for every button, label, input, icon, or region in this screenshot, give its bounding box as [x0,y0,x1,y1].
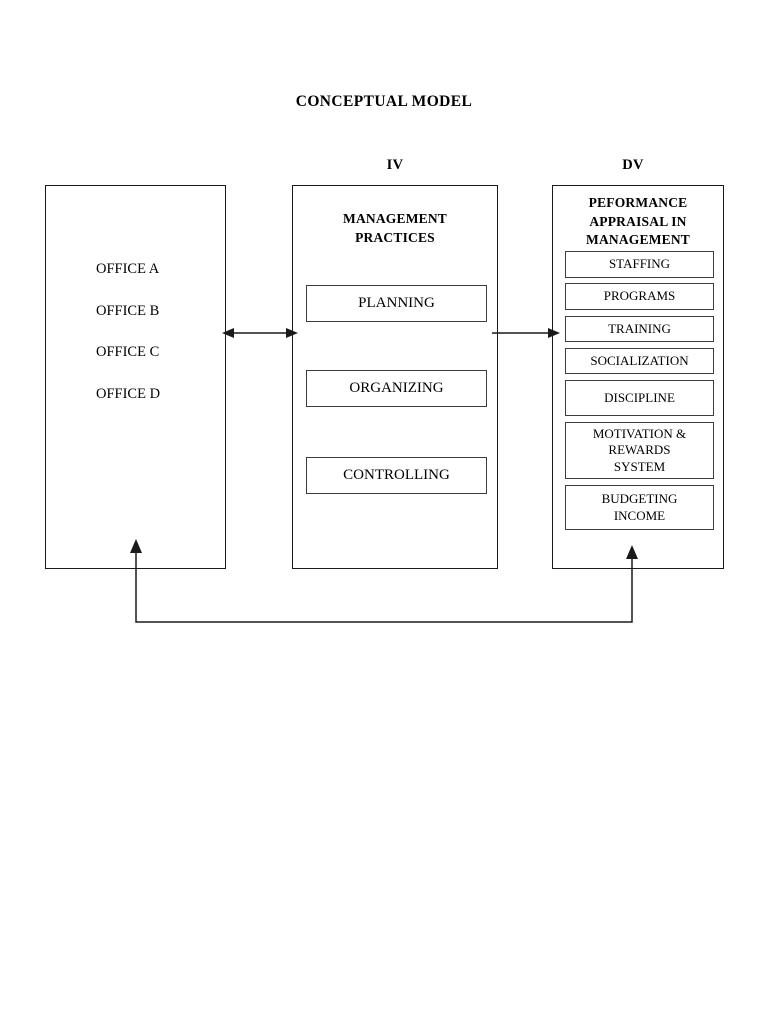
management-practices-box: MANAGEMENT PRACTICES PLANNING ORGANIZING… [292,185,498,569]
measure-box-discipline: DISCIPLINE [565,380,714,416]
practice-label-organizing: ORGANIZING [349,380,444,396]
offices-box: OFFICE A OFFICE B OFFICE C OFFICE D [45,185,226,569]
measure-box-socialization: SOCIALIZATION [565,348,714,374]
measure-label-line-1: MOTIVATION & [592,426,687,442]
measure-box-motivation-rewards-system: MOTIVATION & REWARDS SYSTEM [565,422,714,479]
list-item-office-a: OFFICE A [96,261,160,277]
measure-label-budgeting-income: BUDGETING INCOME [602,491,678,524]
list-item-office-d: OFFICE D [96,385,161,402]
measure-label-discipline: DISCIPLINE [604,389,675,405]
heading-line-2: APPRAISAL IN [589,213,687,229]
arrow-offices-to-management-practices [222,328,298,338]
measure-label-staffing: STAFFING [608,256,671,272]
practice-label-controlling: CONTROLLING [343,467,450,483]
feedback-loop-arrow [130,539,638,623]
practice-label-planning: PLANNING [358,295,435,311]
list-item-office-b: OFFICE B [96,302,160,319]
measure-label-line-2: REWARDS [608,442,671,458]
measure-box-training: TRAINING [565,316,714,342]
measure-box-staffing: STAFFING [565,251,714,278]
practice-box-planning: PLANNING [306,285,487,322]
practice-box-organizing: ORGANIZING [306,370,487,407]
page-title: CONCEPTUAL MODEL [295,93,473,110]
measure-label-line-2: INCOME [613,507,666,523]
measure-label-motivation-rewards-system: MOTIVATION & REWARDS SYSTEM [593,426,686,475]
offices-list: OFFICE A OFFICE B OFFICE C OFFICE D [96,262,227,428]
heading-line-1: MANAGEMENT [343,211,447,226]
performance-appraisal-heading: PEFORMANCE APPRAISAL IN MANAGEMENT [553,194,723,250]
measure-label-training: TRAINING [608,320,671,336]
heading-line-3: MANAGEMENT [586,232,690,248]
measure-label-line-3: SYSTEM [613,458,666,474]
measure-box-budgeting-income: BUDGETING INCOME [565,485,714,530]
heading-line-2: PRACTICES [355,229,435,245]
caption-dependent-variable: DV [622,157,644,173]
practice-box-controlling: CONTROLLING [306,457,487,494]
list-item-office-c: OFFICE C [96,344,160,360]
management-practices-heading: MANAGEMENT PRACTICES [293,210,497,247]
performance-appraisal-box: PEFORMANCE APPRAISAL IN MANAGEMENT STAFF… [552,185,724,569]
measure-label-socialization: SOCIALIZATION [590,352,689,368]
measure-label-programs: PROGRAMS [603,288,676,304]
measure-label-line-1: BUDGETING [601,491,678,507]
caption-independent-variable: IV [386,157,404,173]
heading-line-1: PEFORMANCE [588,195,688,210]
measure-box-programs: PROGRAMS [565,283,714,310]
arrow-management-practices-to-performance-appraisal [492,328,560,338]
